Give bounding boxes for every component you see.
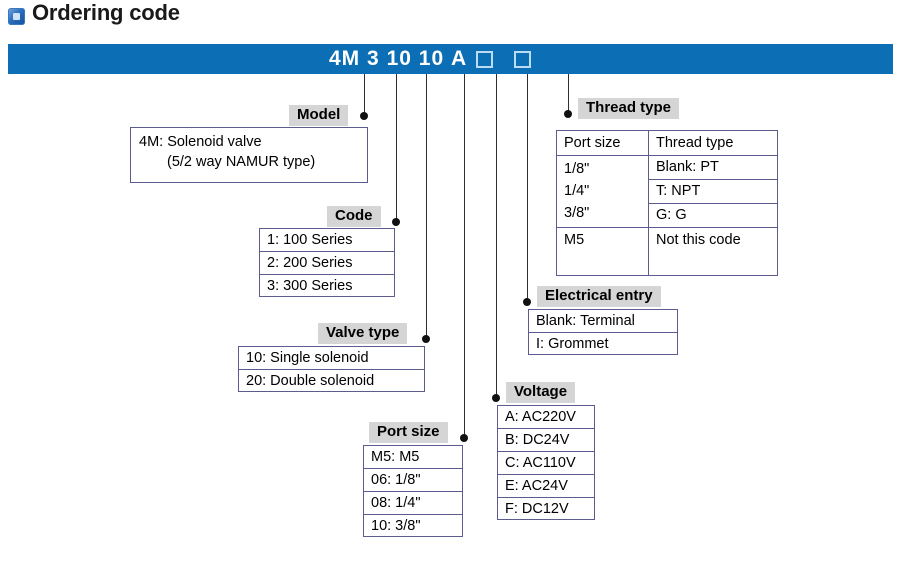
list-item: I: Grommet [536,336,609,352]
code-empty-box-thread-type [514,50,532,68]
leader-line-model [364,74,365,116]
list-item: F: DC12V [505,501,569,517]
list-item: 10: 3/8" [371,518,421,534]
electrical-entry-options-box: Blank: Terminal I: Grommet [528,309,678,355]
section-label-code: Code [327,206,381,227]
leader-dot-code [392,218,400,226]
table-cell-port-size-m5: M5 [564,232,585,248]
code-segment-model: 4M [329,47,361,70]
merged-port-size-value: 1/4" [564,183,590,199]
list-item: M5: M5 [364,446,462,469]
section-label-model: Model [289,105,349,126]
section-label-valve-type: Valve type [318,323,408,344]
code-empty-box-electrical-entry [476,50,494,68]
list-item: B: DC24V [498,429,594,452]
code-segment-valve-type: 10 [386,47,412,70]
thread-type-value-column: Thread type Blank: PT T: NPT G: G Not th… [649,131,777,275]
valve-type-options-box: 10: Single solenoid 20: Double solenoid [238,346,425,392]
merged-port-size-cell: 1/8" 1/4" 3/8" [557,156,648,228]
voltage-options-box: A: AC220V B: DC24V C: AC110V E: AC24V F:… [497,405,595,520]
leader-dot-model [360,112,368,120]
model-line-1: 4M: Solenoid valve [139,134,262,150]
leader-line-port-size [464,74,465,438]
blue-square-bullet-icon [8,8,25,25]
page-title: Ordering code [32,0,180,25]
list-item: A: AC220V [498,406,594,429]
code-segment-port-size: 10 [418,47,445,70]
model-line-2: (5/2 way NAMUR type) [167,154,316,170]
list-item: 06: 1/8" [364,469,462,492]
section-label-voltage: Voltage [506,382,576,403]
leader-dot-electrical-entry [523,298,531,306]
table-cell-thread-option: T: NPT [649,180,777,204]
list-item: 2: 200 Series [260,252,394,275]
leader-dot-valve-type [422,335,430,343]
leader-dot-voltage [492,394,500,402]
list-item: 3: 300 Series [267,278,353,294]
list-item: E: AC24V [498,475,594,498]
table-cell-thread-option: G: G [649,204,777,228]
list-item: 10: Single solenoid [239,347,424,370]
leader-line-thread-type [568,74,569,114]
column-header-thread-type: Thread type [649,131,777,156]
thread-type-port-size-column: Port size 1/8" 1/4" 3/8" M5 [557,131,649,275]
leader-dot-thread-type [564,110,572,118]
code-string: 4M 3 10 10 A [8,44,893,74]
list-item: C: AC110V [498,452,594,475]
leader-line-valve-type [426,74,427,339]
list-item: 20: Double solenoid [246,373,375,389]
code-segment-code: 3 [367,47,380,70]
leader-line-code [396,74,397,222]
section-label-port-size: Port size [369,422,448,443]
leader-dot-port-size [460,434,468,442]
thread-type-table: Port size 1/8" 1/4" 3/8" M5 Thread type … [556,130,778,276]
list-item: 08: 1/4" [364,492,462,515]
section-label-thread-type: Thread type [578,98,680,119]
model-box: 4M: Solenoid valve (5/2 way NAMUR type) [130,127,368,183]
table-cell-thread-option: Blank: PT [649,156,777,180]
merged-port-size-value: 1/8" [564,161,590,177]
leader-line-electrical-entry [527,74,528,302]
table-cell-thread-not-this-code: Not this code [656,232,741,248]
list-item: 1: 100 Series [260,229,394,252]
code-bar: 4M 3 10 10 A [8,44,893,74]
code-segment-voltage: A [450,47,468,70]
column-header-port-size: Port size [557,131,648,156]
code-options-box: 1: 100 Series 2: 200 Series 3: 300 Serie… [259,228,395,297]
merged-port-size-value: 3/8" [564,205,590,221]
port-size-options-box: M5: M5 06: 1/8" 08: 1/4" 10: 3/8" [363,445,463,537]
leader-line-voltage [496,74,497,398]
section-label-electrical-entry: Electrical entry [537,286,661,307]
list-item: Blank: Terminal [529,310,677,333]
